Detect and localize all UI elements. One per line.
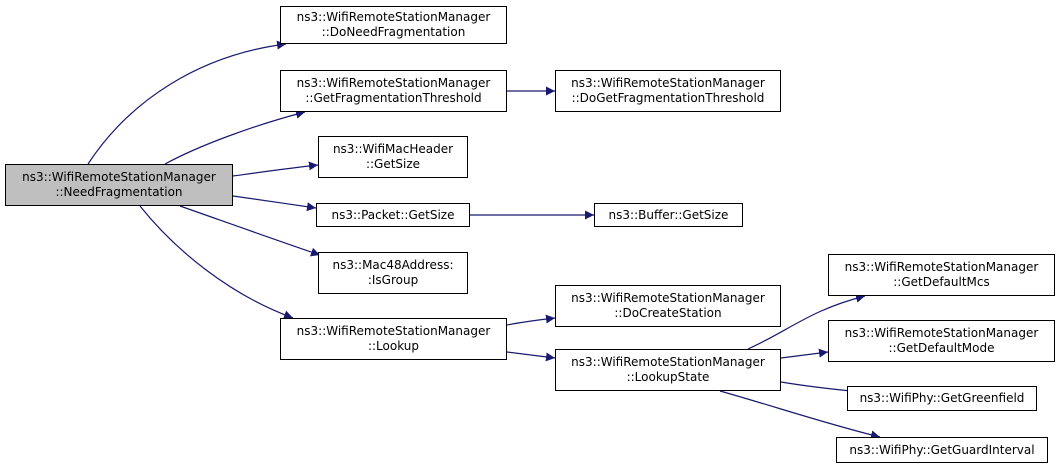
node-label-line2: ::GetDefaultMode xyxy=(888,341,995,355)
node-do-create-station[interactable]: ns3::WifiRemoteStationManager ::DoCreate… xyxy=(555,285,781,327)
node-label-line1: ns3::WifiRemoteStationManager xyxy=(22,170,216,184)
edge-need-fragmentation-to-packet-get-size xyxy=(232,195,317,212)
node-label-line2: ::DoGetFragmentationThreshold xyxy=(571,91,765,105)
node-wifi-mac-header-get-size[interactable]: ns3::WifiMacHeader ::GetSize xyxy=(318,136,468,178)
node-label-line1: ns3::Mac48Address: xyxy=(332,258,454,272)
node-get-default-mcs[interactable]: ns3::WifiRemoteStationManager ::GetDefau… xyxy=(828,254,1055,296)
edge-need-fragmentation-to-get-fragmentation-threshold xyxy=(164,109,306,165)
node-lookup[interactable]: ns3::WifiRemoteStationManager ::Lookup xyxy=(280,318,507,360)
node-label-line1: ns3::WifiMacHeader xyxy=(332,142,454,156)
node-label-line1: ns3::WifiRemoteStationManager xyxy=(844,260,1039,274)
node-label-line1: ns3::WifiRemoteStationManager xyxy=(844,326,1039,340)
node-label-line1: ns3::WifiRemoteStationManager xyxy=(296,10,491,24)
edge-need-fragmentation-to-lookup xyxy=(139,205,294,320)
node-label-line2: ::GetFragmentationThreshold xyxy=(305,91,482,105)
node-label-line1: ns3::WifiRemoteStationManager xyxy=(571,291,765,305)
node-label-line2: ::DoNeedFragmentation xyxy=(321,25,466,39)
edge-lookup-to-do-create-station xyxy=(506,314,556,326)
node-wifi-phy-get-guard-interval[interactable]: ns3::WifiPhy::GetGuardInterval xyxy=(836,437,1048,463)
node-label-line1: ns3::Buffer::GetSize xyxy=(608,207,729,222)
node-packet-get-size[interactable]: ns3::Packet::GetSize xyxy=(316,203,470,227)
edge-lookup-state-to-get-guard-interval xyxy=(719,390,881,440)
node-label-line1: ns3::WifiRemoteStationManager xyxy=(571,355,765,369)
node-need-fragmentation: ns3::WifiRemoteStationManager ::NeedFrag… xyxy=(5,164,233,206)
node-label-line2: ::DoCreateStation xyxy=(614,306,722,320)
node-label-line2: :IsGroup xyxy=(367,273,419,287)
node-label-line2: ::NeedFragmentation xyxy=(55,185,183,199)
node-label-line1: ns3::WifiRemoteStationManager xyxy=(571,76,765,90)
edge-need-fragmentation-to-wifi-mac-header-get-size xyxy=(232,161,319,177)
node-label-line1: ns3::Packet::GetSize xyxy=(331,207,455,222)
node-mac48-address-is-group[interactable]: ns3::Mac48Address: :IsGroup xyxy=(318,252,468,294)
node-label-line1: ns3::WifiRemoteStationManager xyxy=(296,324,491,338)
node-label-line2: ::GetDefaultMcs xyxy=(893,275,990,289)
edge-lookup-state-to-get-default-mode xyxy=(780,348,829,359)
edge-lookup-state-to-get-default-mcs xyxy=(747,293,866,350)
node-label-line1: ns3::WifiPhy::GetGreenfield xyxy=(859,391,1025,405)
node-wifi-phy-get-greenfield[interactable]: ns3::WifiPhy::GetGreenfield xyxy=(847,386,1037,411)
node-do-get-fragmentation-threshold[interactable]: ns3::WifiRemoteStationManager ::DoGetFra… xyxy=(555,70,781,112)
node-get-fragmentation-threshold[interactable]: ns3::WifiRemoteStationManager ::GetFragm… xyxy=(280,70,507,112)
node-label-line1: ns3::WifiPhy::GetGuardInterval xyxy=(849,442,1035,457)
node-label-line2: ::GetSize xyxy=(365,157,421,171)
node-buffer-get-size[interactable]: ns3::Buffer::GetSize xyxy=(594,203,743,227)
edge-lookup-to-lookup-state xyxy=(506,351,556,362)
node-get-default-mode[interactable]: ns3::WifiRemoteStationManager ::GetDefau… xyxy=(828,320,1055,362)
node-do-need-fragmentation[interactable]: ns3::WifiRemoteStationManager ::DoNeedFr… xyxy=(280,6,507,44)
edge-need-fragmentation-to-mac48-is-group xyxy=(179,205,321,257)
node-label-line1: ns3::WifiRemoteStationManager xyxy=(296,76,491,90)
edge-need-fragmentation-to-do-need-fragmentation xyxy=(87,40,287,165)
node-label-line2: ::Lookup xyxy=(367,339,420,353)
node-label-line2: ::LookupState xyxy=(626,370,710,384)
node-lookup-state[interactable]: ns3::WifiRemoteStationManager ::LookupSt… xyxy=(555,349,781,391)
